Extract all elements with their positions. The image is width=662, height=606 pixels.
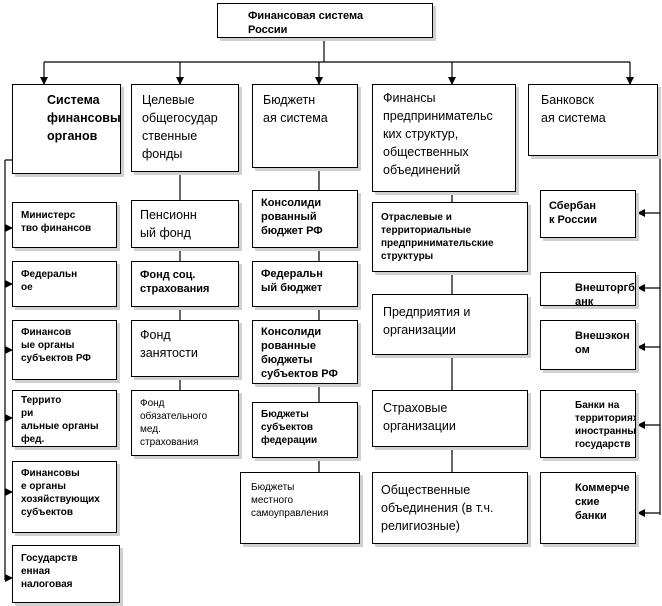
col5-item-2-label: Внешторгб анк	[575, 282, 635, 306]
col3-item-2-label: Федеральн ый бюджет	[261, 268, 323, 294]
col4-item-3: Страховые организации	[372, 390, 528, 447]
col4-item-1-label: Отраслевые и территориальные предпринима…	[381, 212, 494, 262]
col3-header: Бюджетн ая система	[252, 84, 358, 168]
col5-item-4: Банки на территориях иностранных государ…	[540, 390, 636, 458]
col4-item-4-label: Общественные объединения (в т.ч. религио…	[381, 483, 494, 533]
col2-item-4-label: Фонд обязательного мед. страхования	[140, 398, 208, 448]
col4-header: Финансы предпринимательс ких структур, о…	[372, 84, 516, 192]
col3-item-5: Бюджеты местного самоуправления	[240, 472, 360, 544]
col3-item-3-label: Консолиди рованные бюджеты субъектов РФ	[261, 326, 338, 380]
col3-item-5-label: Бюджеты местного самоуправления	[251, 482, 329, 519]
col5-item-5-label: Коммерче ские банки	[575, 482, 630, 522]
col4-header-label: Финансы предпринимательс ких структур, о…	[383, 91, 493, 177]
col2-item-1-label: Пенсионн ый фонд	[140, 208, 197, 240]
col5-item-4-label: Банки на территориях иностранных государ…	[575, 400, 636, 450]
col1-header: Система финансовых органов	[12, 84, 121, 174]
col1-item-4-label: Террито ри альные органы фед.	[21, 395, 99, 445]
col4-item-2-label: Предприятия и организации	[383, 305, 471, 337]
col1-item-2: Федеральн ое	[12, 261, 117, 307]
col4-item-1: Отраслевые и территориальные предпринима…	[372, 202, 528, 272]
col2-item-1: Пенсионн ый фонд	[131, 200, 239, 248]
col2-header-label: Целевые общегосудар ственные фонды	[142, 93, 218, 161]
col1-item-1: Министерс тво финансов	[12, 202, 117, 248]
col1-item-6-label: Государств енная налоговая	[21, 553, 78, 590]
col1-item-5-label: Финансовы е органы хозяйствующих субъект…	[21, 468, 100, 518]
col3-header-label: Бюджетн ая система	[263, 93, 328, 125]
col1-header-label: Система финансовых органов	[47, 93, 121, 143]
col4-item-4: Общественные объединения (в т.ч. религио…	[372, 472, 528, 544]
col2-header: Целевые общегосудар ственные фонды	[131, 84, 239, 172]
root-node: Финансовая система России	[217, 3, 433, 38]
col3-item-2: Федеральн ый бюджет	[252, 261, 358, 307]
col4-item-3-label: Страховые организации	[383, 401, 456, 433]
col1-item-4: Террито ри альные органы фед.	[12, 390, 117, 447]
col4-item-2: Предприятия и организации	[372, 294, 528, 355]
col5-item-2: Внешторгб анк	[540, 272, 636, 306]
col2-item-2: Фонд соц. страхования	[131, 261, 239, 307]
col1-item-6: Государств енная налоговая	[12, 545, 120, 603]
col5-item-5: Коммерче ские банки	[540, 472, 636, 544]
col5-item-3: Внешэкон ом	[540, 320, 636, 370]
col5-header-label: Банковск ая система	[541, 93, 606, 125]
col2-item-3-label: Фонд занятости	[140, 328, 198, 360]
col5-item-1-label: Сбербан к России	[549, 200, 597, 226]
col3-item-1: Консолиди рованный бюджет РФ	[252, 190, 358, 248]
col5-item-3-label: Внешэкон ом	[575, 330, 630, 356]
col1-item-3-label: Финансов ые органы субъектов РФ	[21, 327, 91, 364]
col5-header: Банковск ая система	[528, 84, 658, 156]
col1-item-3: Финансов ые органы субъектов РФ	[12, 320, 117, 380]
col3-item-3: Консолиди рованные бюджеты субъектов РФ	[252, 320, 358, 384]
col5-item-1: Сбербан к России	[540, 190, 636, 238]
col1-item-5: Финансовы е органы хозяйствующих субъект…	[12, 461, 117, 533]
col1-item-1-label: Министерс тво финансов	[21, 210, 92, 234]
col2-item-4: Фонд обязательного мед. страхования	[131, 390, 239, 456]
col2-item-2-label: Фонд соц. страхования	[140, 269, 210, 295]
col2-item-3: Фонд занятости	[131, 320, 239, 377]
col3-item-1-label: Консолиди рованный бюджет РФ	[261, 197, 323, 237]
col3-item-4: Бюджеты субъектов федерации	[252, 402, 358, 458]
col1-item-2-label: Федеральн ое	[21, 269, 78, 293]
root-label: Финансовая система России	[248, 10, 364, 36]
col3-item-4-label: Бюджеты субъектов федерации	[261, 409, 318, 446]
